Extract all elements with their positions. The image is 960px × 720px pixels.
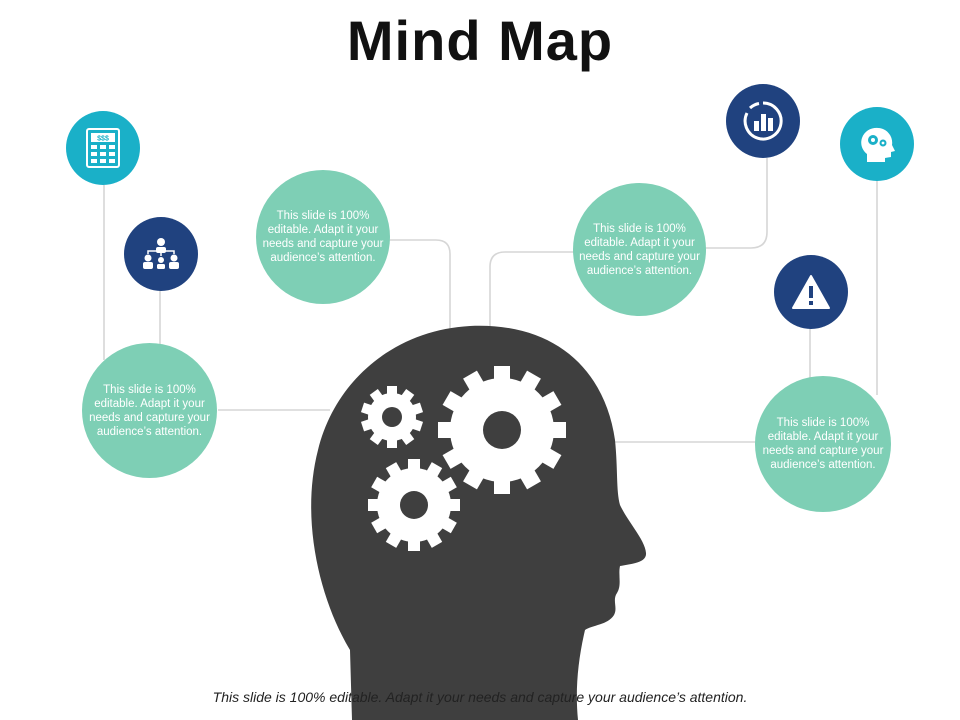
text-bubble-left: This slide is 100% editable. Adapt it yo… <box>82 343 217 478</box>
gear-large-icon <box>438 366 566 494</box>
gear-group <box>360 366 566 551</box>
text-bubble-top-left: This slide is 100% editable. Adapt it yo… <box>256 170 390 304</box>
footer-note: This slide is 100% editable. Adapt it yo… <box>212 689 748 705</box>
svg-text:$$$: $$$ <box>97 136 109 143</box>
hierarchy-icon <box>143 238 179 269</box>
warning-icon <box>792 275 830 309</box>
bar-chart-icon-circle <box>726 84 800 158</box>
head-gears-icon <box>861 127 895 162</box>
gear-small-icon <box>360 386 424 448</box>
gear-medium-icon <box>368 459 460 551</box>
text-bubble-right: This slide is 100% editable. Adapt it yo… <box>755 376 891 512</box>
head-gears-icon-circle <box>840 107 914 181</box>
bar-chart-icon <box>743 101 783 141</box>
warning-icon-circle <box>774 255 848 329</box>
calculator-icon-circle: $$$ <box>66 111 140 185</box>
calculator-icon: $$$ <box>86 128 120 168</box>
text-bubble-top-right: This slide is 100% editable. Adapt it yo… <box>573 183 706 316</box>
page-title: Mind Map <box>346 9 614 72</box>
hierarchy-icon-circle <box>124 217 198 291</box>
